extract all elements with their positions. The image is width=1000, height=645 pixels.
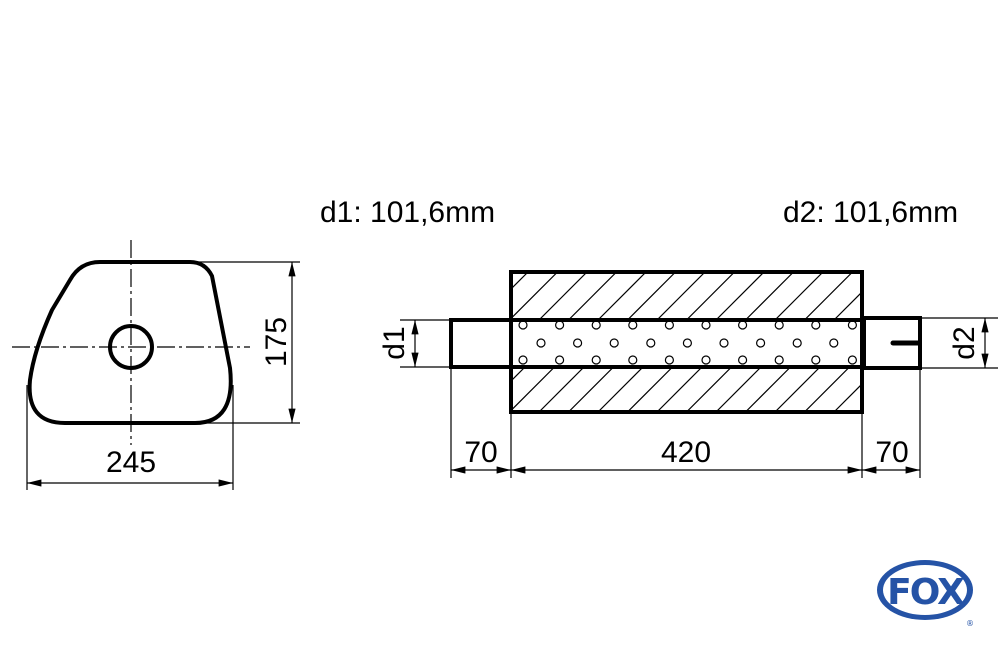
outlet-length-dim: 70	[875, 436, 908, 469]
side-view: d1 d2 70 420 70	[378, 270, 998, 478]
hatch-line	[893, 272, 941, 320]
hatch-line	[745, 272, 794, 320]
perforation-hole	[518, 355, 528, 365]
fox-logo: FOX ®	[877, 560, 974, 628]
height-dim: 175	[260, 317, 293, 367]
registered-mark: ®	[966, 619, 974, 628]
hatch-line	[511, 272, 558, 320]
perforation-hole	[664, 355, 675, 365]
perforation-hole	[518, 320, 528, 330]
hatch-line	[627, 367, 673, 412]
front-view: 175 245	[12, 240, 300, 490]
hatch-line	[656, 367, 703, 412]
logo-text: FOX	[887, 572, 965, 613]
perforation-hole	[682, 338, 693, 348]
perforation-hole	[664, 320, 675, 330]
hatch-line	[893, 367, 938, 412]
hatch-line	[774, 272, 824, 320]
hatch-line	[864, 367, 909, 412]
perforation-hole	[737, 355, 748, 365]
perforation-hole	[829, 338, 839, 348]
hatch-line	[627, 272, 676, 320]
hatch-line	[774, 367, 821, 412]
d1-tag: d1	[378, 326, 411, 359]
perforation-hole	[554, 320, 565, 330]
perforation-hole	[536, 338, 546, 348]
hatch-line	[715, 367, 762, 412]
perforation-hole	[609, 338, 619, 348]
hatch-line	[511, 367, 555, 412]
hatch-line	[833, 383, 862, 412]
d1-label: d1: 101,6mm	[320, 196, 495, 229]
perforation-hole	[755, 338, 766, 348]
perforation-hole	[554, 355, 565, 365]
hatch-line	[568, 272, 617, 320]
inlet-length-dim: 70	[464, 436, 497, 469]
d2-label: d2: 101,6mm	[783, 196, 958, 229]
perforation-hole	[628, 355, 638, 365]
front-outline	[27, 260, 233, 425]
perforation-hole	[591, 320, 601, 330]
hatch-line	[656, 272, 706, 320]
d2-tag: d2	[948, 326, 981, 359]
hatch-line	[597, 272, 647, 320]
perforation-hole	[701, 355, 711, 365]
perforation-hole	[811, 355, 821, 365]
perforation-hole	[646, 338, 656, 348]
body-length-dim: 420	[661, 436, 711, 469]
hatch-line	[568, 367, 614, 412]
perforation-hole	[701, 320, 711, 330]
hatch-line	[745, 367, 791, 412]
perforation-hole	[572, 338, 583, 348]
perforation-hole	[847, 355, 858, 365]
hatch-line	[686, 272, 735, 320]
perforation-hole	[774, 320, 784, 330]
hatch-line	[804, 367, 850, 412]
hatch-line	[538, 272, 588, 320]
hatch-line	[833, 291, 862, 320]
hatch-line	[715, 272, 765, 320]
hatch-line	[511, 272, 529, 290]
perforation-hole	[628, 320, 638, 330]
inlet-pipe	[449, 318, 513, 369]
hatch-line	[538, 367, 585, 412]
perforation-hole	[847, 320, 858, 330]
hatch-line	[686, 367, 732, 412]
perforation-hole	[719, 338, 729, 348]
perforation-hole	[591, 355, 601, 365]
hatch-line	[511, 367, 526, 382]
perforation-hole	[811, 320, 821, 330]
perforation-hole	[774, 355, 784, 365]
width-dim: 245	[106, 446, 156, 479]
hatch-line	[864, 272, 912, 320]
perforation-hole	[792, 338, 802, 348]
hatch-line	[597, 367, 644, 412]
perforation-hole	[737, 320, 748, 330]
hatch-line	[804, 272, 853, 320]
